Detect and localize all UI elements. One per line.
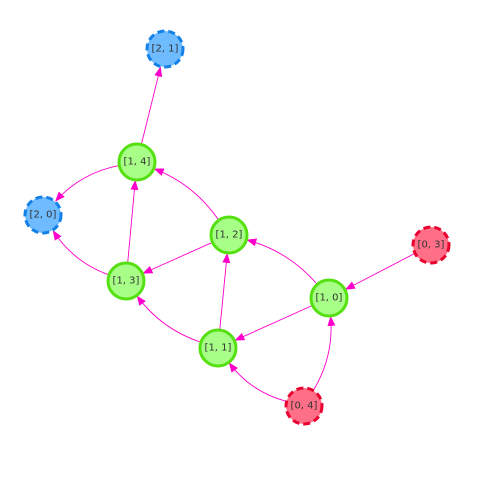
node-circle (284, 386, 324, 426)
edge-n12-to-n13 (142, 241, 213, 274)
node-label: [0, 4] (291, 401, 318, 412)
node-label: [2, 0] (30, 210, 57, 221)
node-label: [1, 3] (113, 276, 140, 287)
node-circle (198, 328, 238, 368)
edge-n13-to-n20 (52, 230, 110, 276)
node-circle (209, 215, 249, 255)
edge-n03-to-n10 (344, 252, 416, 290)
node-label: [2, 1] (152, 44, 179, 55)
node-circle (411, 225, 451, 265)
edge-n04-to-n10 (312, 315, 336, 391)
node-circle (309, 278, 349, 318)
edge-n14-to-n21 (140, 66, 163, 145)
node-n04[interactable]: [0, 4] (284, 386, 324, 426)
node-n13[interactable]: [1, 3] (106, 261, 146, 301)
node-circle (117, 142, 157, 182)
node-n11[interactable]: [1, 1] (198, 328, 238, 368)
node-label: [1, 1] (205, 343, 232, 354)
node-label: [1, 4] (124, 157, 151, 168)
edge-n10-to-n11 (234, 304, 313, 341)
node-label: [1, 2] (216, 230, 243, 241)
node-n21[interactable]: [2, 1] (145, 29, 185, 69)
node-n20[interactable]: [2, 0] (23, 195, 63, 235)
edge-n12-to-n14 (153, 168, 220, 221)
node-label: [1, 0] (316, 293, 343, 304)
node-n12[interactable]: [1, 2] (209, 215, 249, 255)
node-circle (145, 29, 185, 69)
edge-n04-to-n11 (228, 362, 287, 402)
edges-layer (52, 66, 416, 402)
node-circle (106, 261, 146, 301)
node-circle (23, 195, 63, 235)
edge-n14-to-n20 (55, 164, 120, 202)
node-n10[interactable]: [1, 0] (309, 278, 349, 318)
node-n14[interactable]: [1, 4] (117, 142, 157, 182)
edge-n13-to-n14 (127, 179, 139, 264)
edge-n10-to-n12 (246, 238, 318, 285)
nodes-layer: [2, 1] [1, 4] [2, 0] [1, 2] [0, 3] [1, 3] [1, … (23, 29, 451, 426)
edge-n11-to-n13 (136, 295, 202, 343)
node-label: [0, 3] (418, 240, 445, 251)
edge-n11-to-n12 (219, 252, 231, 331)
node-n03[interactable]: [0, 3] (411, 225, 451, 265)
